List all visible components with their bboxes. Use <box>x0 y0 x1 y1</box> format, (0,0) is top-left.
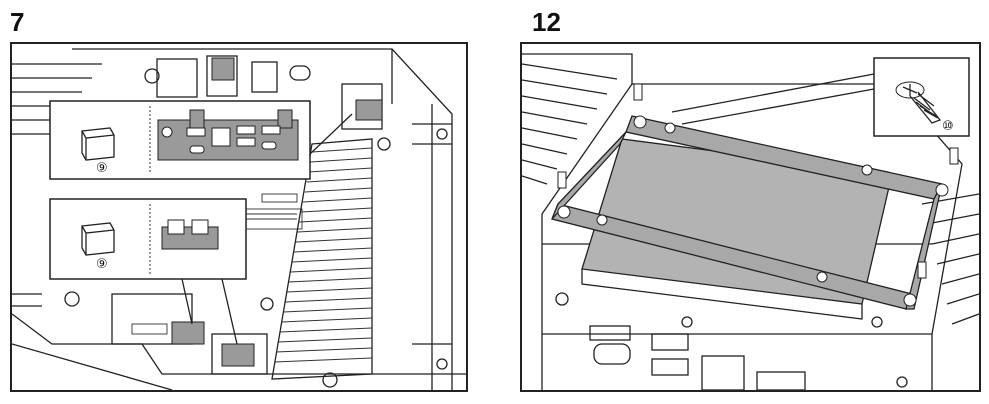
screw-zoom-callout: ⑩ <box>671 57 970 137</box>
step-7-illustration: ⑨ ⑨ <box>10 42 468 392</box>
chassis-frame <box>12 48 466 390</box>
callout-10: ⑩ <box>942 119 954 134</box>
heatsink-fin <box>310 157 373 163</box>
callout-9-top: ⑨ <box>96 161 108 176</box>
heatsink-fin <box>297 227 373 233</box>
heatsink-fin <box>277 337 373 343</box>
top-connectors <box>144 55 391 151</box>
heatsink-fin <box>304 187 373 193</box>
heatsink-fin <box>275 347 373 353</box>
callout-9-bottom: ⑨ <box>96 257 108 272</box>
inset-foam-pad-callout: ⑨ <box>49 198 247 345</box>
step-12-number: 12 <box>532 7 561 37</box>
heatsink-fin <box>308 167 373 173</box>
heatsink-fin <box>292 257 373 263</box>
heatsink-fin <box>274 357 373 363</box>
heatsink-fin <box>288 277 373 283</box>
heatsink-fin <box>302 197 373 203</box>
heatsink-fin <box>293 247 373 253</box>
heatsink-fin <box>311 147 373 153</box>
step-12-illustration: ⑩ <box>520 42 981 392</box>
inset-io-shield-callout: ⑨ <box>49 100 353 180</box>
heatsink-fin <box>306 177 373 183</box>
heatsink-fin <box>283 307 373 313</box>
heatsink-fin <box>279 327 373 333</box>
cpu-heatsink <box>271 138 373 380</box>
motherboard-io-shield-drawing: ⑨ ⑨ <box>12 48 466 390</box>
heatsink-fin <box>290 267 373 273</box>
heatsink-fin <box>299 217 373 223</box>
mounting-bracket <box>551 115 943 310</box>
heatsink-fin <box>281 317 373 323</box>
rear-io-ports <box>589 325 806 390</box>
heatsink-fin <box>284 297 373 303</box>
step-7-number: 7 <box>10 7 25 37</box>
heatsink-fin <box>286 287 373 293</box>
ssd-bracket-drawing: ⑩ <box>522 53 979 390</box>
left-heatsink-fins <box>12 63 102 307</box>
left-heatsink-fins <box>522 53 633 185</box>
bracket-screws <box>557 83 959 307</box>
right-heatsink-fins <box>921 193 979 325</box>
heatsink-fin <box>301 207 373 213</box>
heatsink-fin <box>295 237 373 243</box>
screw-icon <box>895 81 942 124</box>
